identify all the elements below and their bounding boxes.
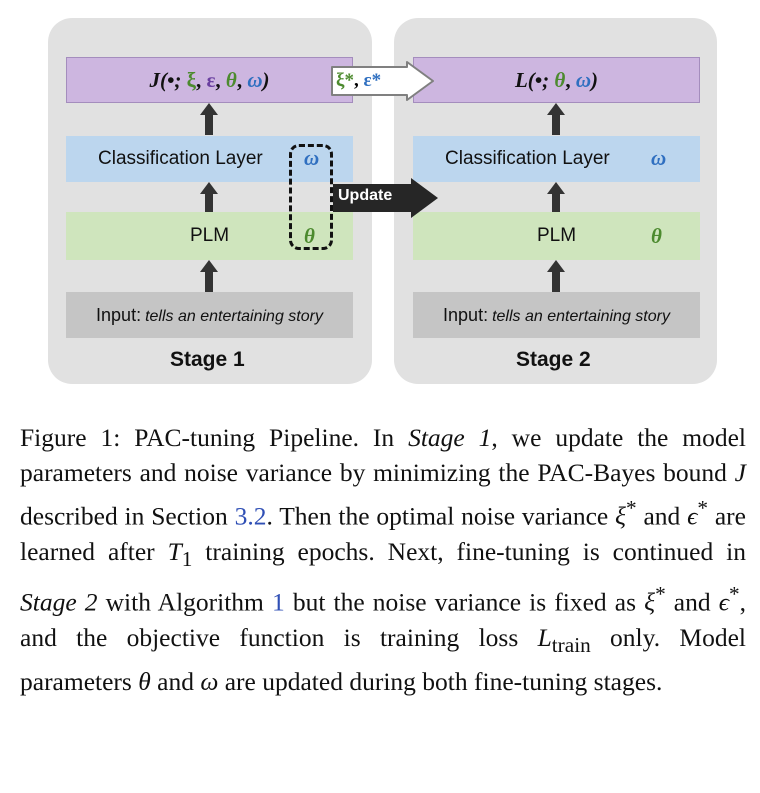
stage-2-classification-layer: Classification Layer — [413, 136, 700, 182]
stage-1-input-text: Input:tells an entertaining story — [96, 305, 323, 326]
up-arrow-icon — [200, 103, 218, 135]
stage-2-input-box: Input:tells an entertaining story — [413, 292, 700, 338]
xi-star: ξ* — [336, 70, 354, 91]
objective-suffix: ) — [262, 67, 270, 92]
stage-1-objective-box: J(•; ξ, ε, θ, ω) — [66, 57, 353, 103]
epsilon-symbol: ε — [206, 67, 216, 92]
caption-text: training epochs. Next, fine-tuning is co… — [192, 536, 746, 566]
stage-1-input-box: Input:tells an entertaining story — [66, 292, 353, 338]
transfer-arrow-icon — [331, 61, 434, 101]
xi-symbol: ξ — [186, 67, 196, 92]
up-arrow-icon — [547, 260, 565, 292]
caption-star: * — [697, 495, 709, 520]
caption-text: , we update the model parameters and noi… — [20, 423, 746, 488]
up-arrow-icon — [547, 182, 565, 212]
caption-symbol-epsilon: ϵ — [687, 501, 698, 531]
caption-text: only. Model parameters — [20, 623, 746, 696]
caption-star: * — [729, 582, 740, 607]
caption-text: and — [150, 666, 201, 696]
caption-symbol-t: T — [167, 536, 182, 566]
caption-symbol-epsilon: ϵ — [718, 587, 729, 617]
separator: , — [195, 67, 207, 92]
objective-prefix: J(•; — [149, 67, 187, 92]
caption-subscript: train — [551, 633, 591, 658]
algorithm-link[interactable]: 1 — [272, 587, 285, 617]
omega-param: ω — [651, 146, 667, 170]
objective-prefix: L(•; — [514, 67, 555, 92]
caption-text: . Then the optimal noise variance — [266, 501, 616, 531]
omega-symbol: ω — [247, 67, 263, 92]
input-prefix: Input: — [96, 304, 142, 325]
input-example: tells an entertaining story — [492, 307, 670, 325]
caption-text: are updated during both fine-tuning stag… — [218, 666, 663, 696]
theta-symbol: θ — [225, 67, 237, 92]
caption-star: * — [625, 495, 637, 520]
stage-1-plm-box: PLM — [66, 212, 353, 260]
caption-stage-1: Stage 1 — [408, 423, 492, 452]
omega-param: ω — [304, 146, 320, 170]
epsilon-star: ε* — [363, 70, 382, 91]
stage-1-classification-layer: Classification Layer — [66, 136, 353, 182]
stage-2-plm-box: PLM — [413, 212, 700, 260]
parameter-group-dashed-box — [289, 144, 333, 250]
stage-2-objective-formula: L(•; θ, ω) — [515, 68, 598, 93]
classification-layer-label: Classification Layer — [98, 148, 263, 169]
caption-symbol-j: J — [734, 458, 746, 488]
theta-symbol: θ — [554, 67, 566, 92]
caption-subscript: 1 — [181, 546, 193, 571]
stage-1-label: Stage 1 — [170, 348, 245, 371]
plm-label: PLM — [536, 225, 577, 246]
figure-caption: Figure 1: PAC-tuning Pipeline. In Stage … — [20, 420, 746, 699]
separator: , — [236, 67, 248, 92]
caption-symbol-xi: ξ — [615, 501, 626, 531]
update-label: Update — [338, 187, 393, 204]
caption-text: are learned after — [20, 501, 746, 566]
classification-layer-label: Classification Layer — [445, 148, 610, 169]
input-prefix: Input: — [443, 304, 489, 325]
caption-text: and — [636, 501, 688, 531]
caption-text: Figure 1: PAC-tuning Pipeline. In — [20, 423, 409, 452]
plm-label: PLM — [189, 225, 230, 246]
up-arrow-icon — [200, 260, 218, 292]
separator: , — [215, 67, 226, 92]
stage-2-objective-box: L(•; θ, ω) — [413, 57, 700, 103]
caption-text: and — [665, 587, 719, 617]
caption-symbol-omega: ω — [200, 666, 219, 696]
objective-suffix: ) — [591, 67, 598, 92]
caption-text: with Algorithm — [97, 587, 272, 617]
pipeline-diagram: J(•; ξ, ε, θ, ω) Classification Layer ω … — [48, 18, 717, 384]
caption-text: , and the objective function is training… — [20, 587, 746, 653]
up-arrow-icon — [547, 103, 565, 135]
transfer-label: ξ*, ε* — [336, 70, 381, 92]
caption-text: described in Section — [20, 501, 235, 531]
caption-symbol-theta: θ — [138, 666, 151, 696]
stage-2-input-text: Input:tells an entertaining story — [443, 305, 670, 326]
up-arrow-icon — [200, 182, 218, 212]
omega-symbol: ω — [575, 67, 591, 92]
caption-symbol-l: L — [537, 623, 552, 653]
section-link[interactable]: 3.2 — [234, 501, 267, 531]
caption-text: but the noise variance is fixed as — [284, 587, 645, 617]
stage-2-label: Stage 2 — [516, 348, 591, 371]
separator: , — [565, 67, 576, 92]
caption-star: * — [655, 582, 666, 607]
caption-symbol-xi: ξ — [644, 587, 656, 617]
input-example: tells an entertaining story — [145, 307, 323, 325]
theta-param: θ — [651, 224, 662, 248]
caption-stage-2: Stage 2 — [20, 587, 98, 617]
separator: , — [353, 70, 364, 91]
update-arrow-icon — [333, 178, 438, 218]
theta-param: θ — [304, 224, 315, 248]
stage-1-objective-formula: J(•; ξ, ε, θ, ω) — [149, 68, 269, 93]
